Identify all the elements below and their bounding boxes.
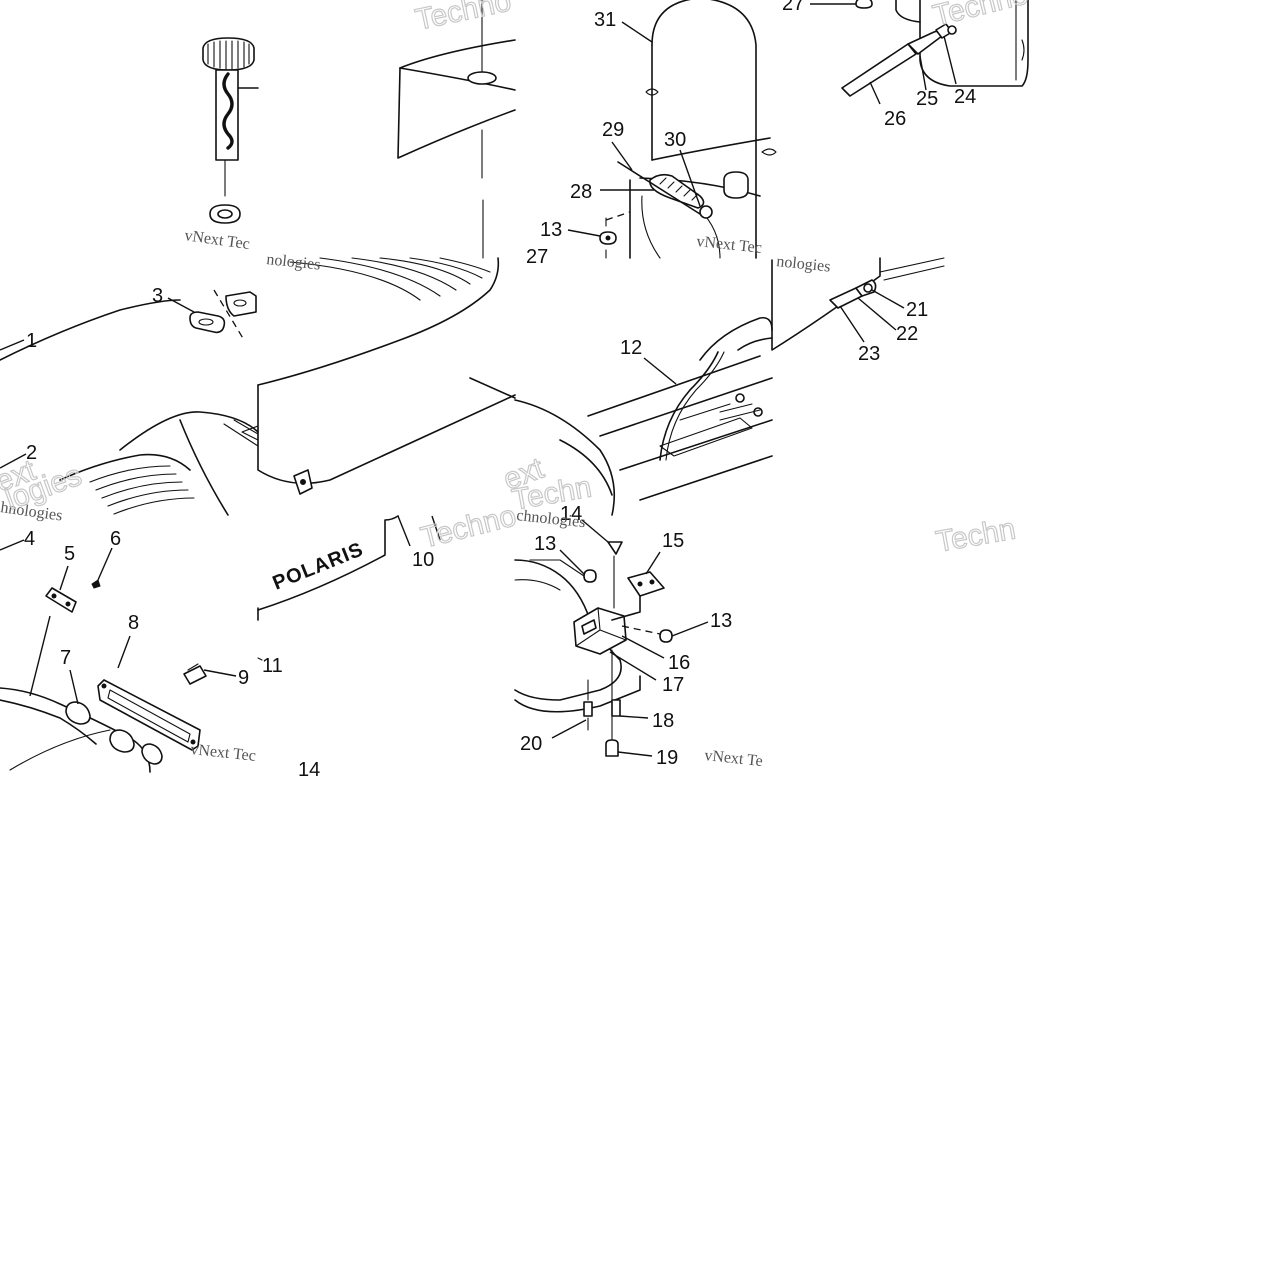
callout-3: 3 [152, 285, 163, 307]
watermark-vnext-1: vNext Tec [183, 227, 250, 253]
callout-30: 30 [664, 129, 686, 151]
callout-16: 16 [668, 652, 690, 674]
callout-9: 9 [238, 667, 249, 689]
callout-11: 11 [262, 655, 283, 677]
callout-1: 1 [26, 330, 37, 352]
callout-14-box: 14 [560, 503, 582, 525]
leader-lines [0, 3, 957, 757]
callout-15: 15 [662, 530, 684, 552]
seat-part [257, 257, 516, 495]
callout-27-top: 27 [782, 0, 804, 15]
callout-5: 5 [64, 543, 75, 565]
electrical-box-part [514, 541, 673, 757]
fuel-cap-part [202, 37, 259, 224]
callout-21: 21 [906, 299, 928, 321]
fuel-tank-part [599, 0, 777, 259]
callout-29: 29 [602, 119, 624, 141]
callout-13-nut: 13 [710, 610, 732, 632]
watermarks: vNext Tec vNext Tec vNext Tec vNext Te n… [0, 0, 1032, 770]
watermark-technologies-1: nologies [266, 251, 322, 274]
taillight-part [0, 579, 207, 773]
callout-2: 2 [26, 442, 37, 464]
callout-13-tank: 13 [540, 219, 562, 241]
callout-numbers: 1 2 3 4 5 6 7 8 9 10 11 12 13 13 13 14 1… [24, 0, 976, 781]
callout-8: 8 [128, 612, 139, 634]
watermark-vnext-3: vNext Tec [190, 741, 257, 765]
callout-6: 6 [110, 528, 121, 550]
watermark-vnext-2: vNext Tec [696, 233, 763, 257]
callout-23: 23 [858, 343, 880, 365]
callout-17: 17 [662, 674, 684, 696]
callout-19: 19 [656, 747, 678, 769]
callout-24: 24 [954, 86, 976, 108]
callout-27-tank: 27 [526, 246, 548, 268]
callout-10: 10 [412, 549, 434, 571]
callout-26: 26 [884, 108, 906, 130]
callout-18: 18 [652, 710, 674, 732]
frame-tunnel-part [514, 316, 773, 516]
callout-12: 12 [620, 337, 642, 359]
callout-14-bottom: 14 [298, 759, 320, 781]
callout-4: 4 [24, 528, 35, 550]
decal-part: POLARIS [257, 515, 399, 661]
watermark-techno-1: Techno [413, 0, 514, 37]
tank-lower-part [771, 257, 945, 351]
callout-31: 31 [594, 9, 616, 31]
callout-13-box: 13 [534, 533, 556, 555]
callout-20: 20 [520, 733, 542, 755]
callout-25: 25 [916, 88, 938, 110]
callout-22: 22 [896, 323, 918, 345]
watermark-vnext-4: vNext Te [704, 747, 764, 770]
watermark-techno-3: Techno [418, 499, 520, 554]
hood-panel-part [397, 0, 516, 259]
watermark-technologies-2: nologies [776, 253, 832, 276]
callout-7: 7 [60, 647, 71, 669]
polaris-logo: POLARIS [270, 538, 367, 594]
side-panel-part [0, 289, 259, 516]
callout-28: 28 [570, 181, 592, 203]
watermark-techno-2: Techn [933, 512, 1018, 558]
